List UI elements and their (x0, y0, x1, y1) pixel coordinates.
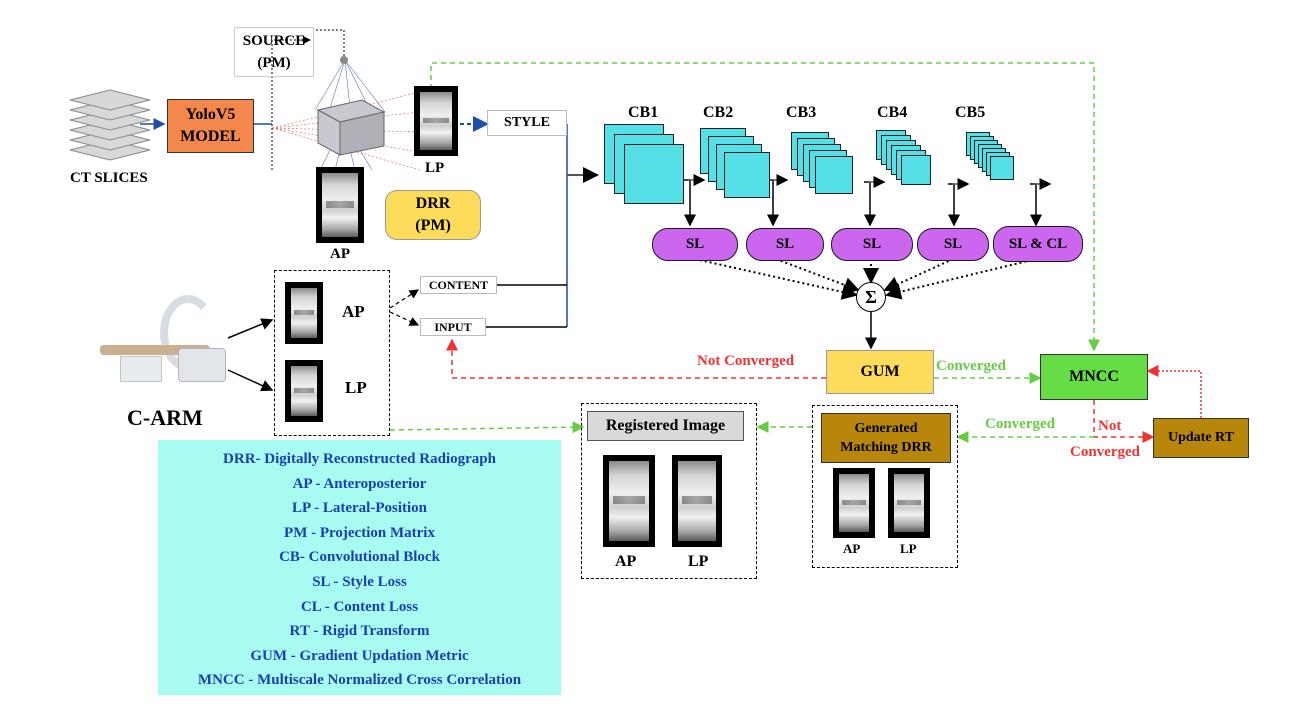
loss-pill: SL (652, 228, 738, 261)
generated-ap-image (833, 468, 875, 538)
not-converged-gum-label: Not Converged (697, 353, 795, 369)
registered-lp-image (672, 455, 722, 547)
legend-entry: MNCC - Multiscale Normalized Cross Corre… (197, 672, 522, 689)
conv-block-label: CB3 (786, 104, 817, 121)
registered-title: Registered Image (587, 411, 744, 441)
carm-images-box (274, 270, 390, 436)
source-link (315, 29, 345, 60)
legend-entry: RT - Rigid Transform (289, 623, 430, 640)
carm-ap-image (285, 282, 323, 344)
carm-lp-label: LP (345, 378, 367, 397)
source-label: SOURCE (PM) (234, 27, 314, 77)
drr-ap-label: AP (330, 246, 350, 262)
ct-slices-label: CT SLICES (70, 170, 148, 186)
generated-lp-label: LP (900, 541, 917, 556)
c-arm-illustration (100, 290, 230, 385)
legend-entry: CB- Convolutional Block (279, 549, 440, 566)
c-arm-label: C-ARM (127, 405, 203, 430)
conv-block-layer (990, 156, 1014, 180)
loss-pill: SL & CL (993, 226, 1083, 262)
drr-box: DRR (PM) (385, 190, 481, 240)
generated-box (812, 405, 958, 568)
carm-ap-label: AP (342, 302, 365, 321)
source-point (340, 56, 348, 64)
generated-ap-label: AP (843, 541, 861, 556)
registered-box (581, 403, 757, 579)
conv-block-label: CB1 (628, 104, 659, 121)
conv-block-layer (624, 144, 684, 204)
conv-block-label: CB5 (955, 104, 986, 121)
input-box: INPUT (420, 318, 486, 336)
legend-entry: SL - Style Loss (312, 573, 407, 590)
registered-lp-label: LP (688, 553, 709, 570)
source-arrow (271, 36, 311, 170)
legend-entry: DRR- Digitally Reconstructed Radiograph (223, 451, 496, 467)
conv-block-layer (901, 155, 931, 185)
conv-block-label: CB2 (703, 104, 734, 121)
legend-entry: GUM - Gradient Updation Metric (250, 647, 469, 664)
update-rt-box: Update RT (1153, 418, 1249, 458)
legend-entry: PM - Projection Matrix (284, 524, 435, 541)
sigma-feeds (694, 258, 1037, 300)
content-box: CONTENT (420, 276, 497, 294)
drr-lp-image (414, 86, 458, 156)
ct-slices-stack (69, 89, 151, 161)
generated-title: Generated Matching DRR (821, 413, 951, 463)
conv-block-layer (815, 156, 853, 194)
not-label: Not (1098, 418, 1122, 434)
legend-entry: LP - Lateral-Position (292, 500, 427, 517)
legend-entry: AP - Anteroposterior (292, 475, 427, 492)
legend-entry: CL - Content Loss (300, 598, 419, 615)
registered-ap-image (603, 455, 655, 547)
conv-block-layer (724, 152, 770, 198)
gum-box: GUM (826, 350, 934, 394)
conv-block-label: CB4 (877, 104, 908, 121)
loss-pill: SL (746, 228, 824, 261)
loss-pill: SL (917, 228, 989, 261)
cb-right-arrows (688, 174, 1052, 190)
registered-ap-label: AP (615, 553, 637, 570)
style-box: STYLE (487, 110, 567, 136)
projection-rays (314, 59, 386, 171)
converged-mncc-label: Converged (985, 416, 1055, 432)
carm-lp-image (285, 360, 323, 422)
loss-pill: SL (831, 228, 913, 261)
mncc-box: MNCC (1040, 354, 1148, 400)
not-converged-label: Converged (1070, 444, 1140, 460)
drr-lp-label: LP (425, 160, 445, 176)
volume-cube (316, 99, 386, 156)
yolo-model-box: YoloV5 MODEL (167, 99, 254, 153)
generated-lp-image (888, 468, 930, 538)
drr-ap-image (316, 167, 364, 243)
sum-node: Σ (856, 282, 886, 312)
converged-gum-label: Converged (936, 358, 1006, 374)
